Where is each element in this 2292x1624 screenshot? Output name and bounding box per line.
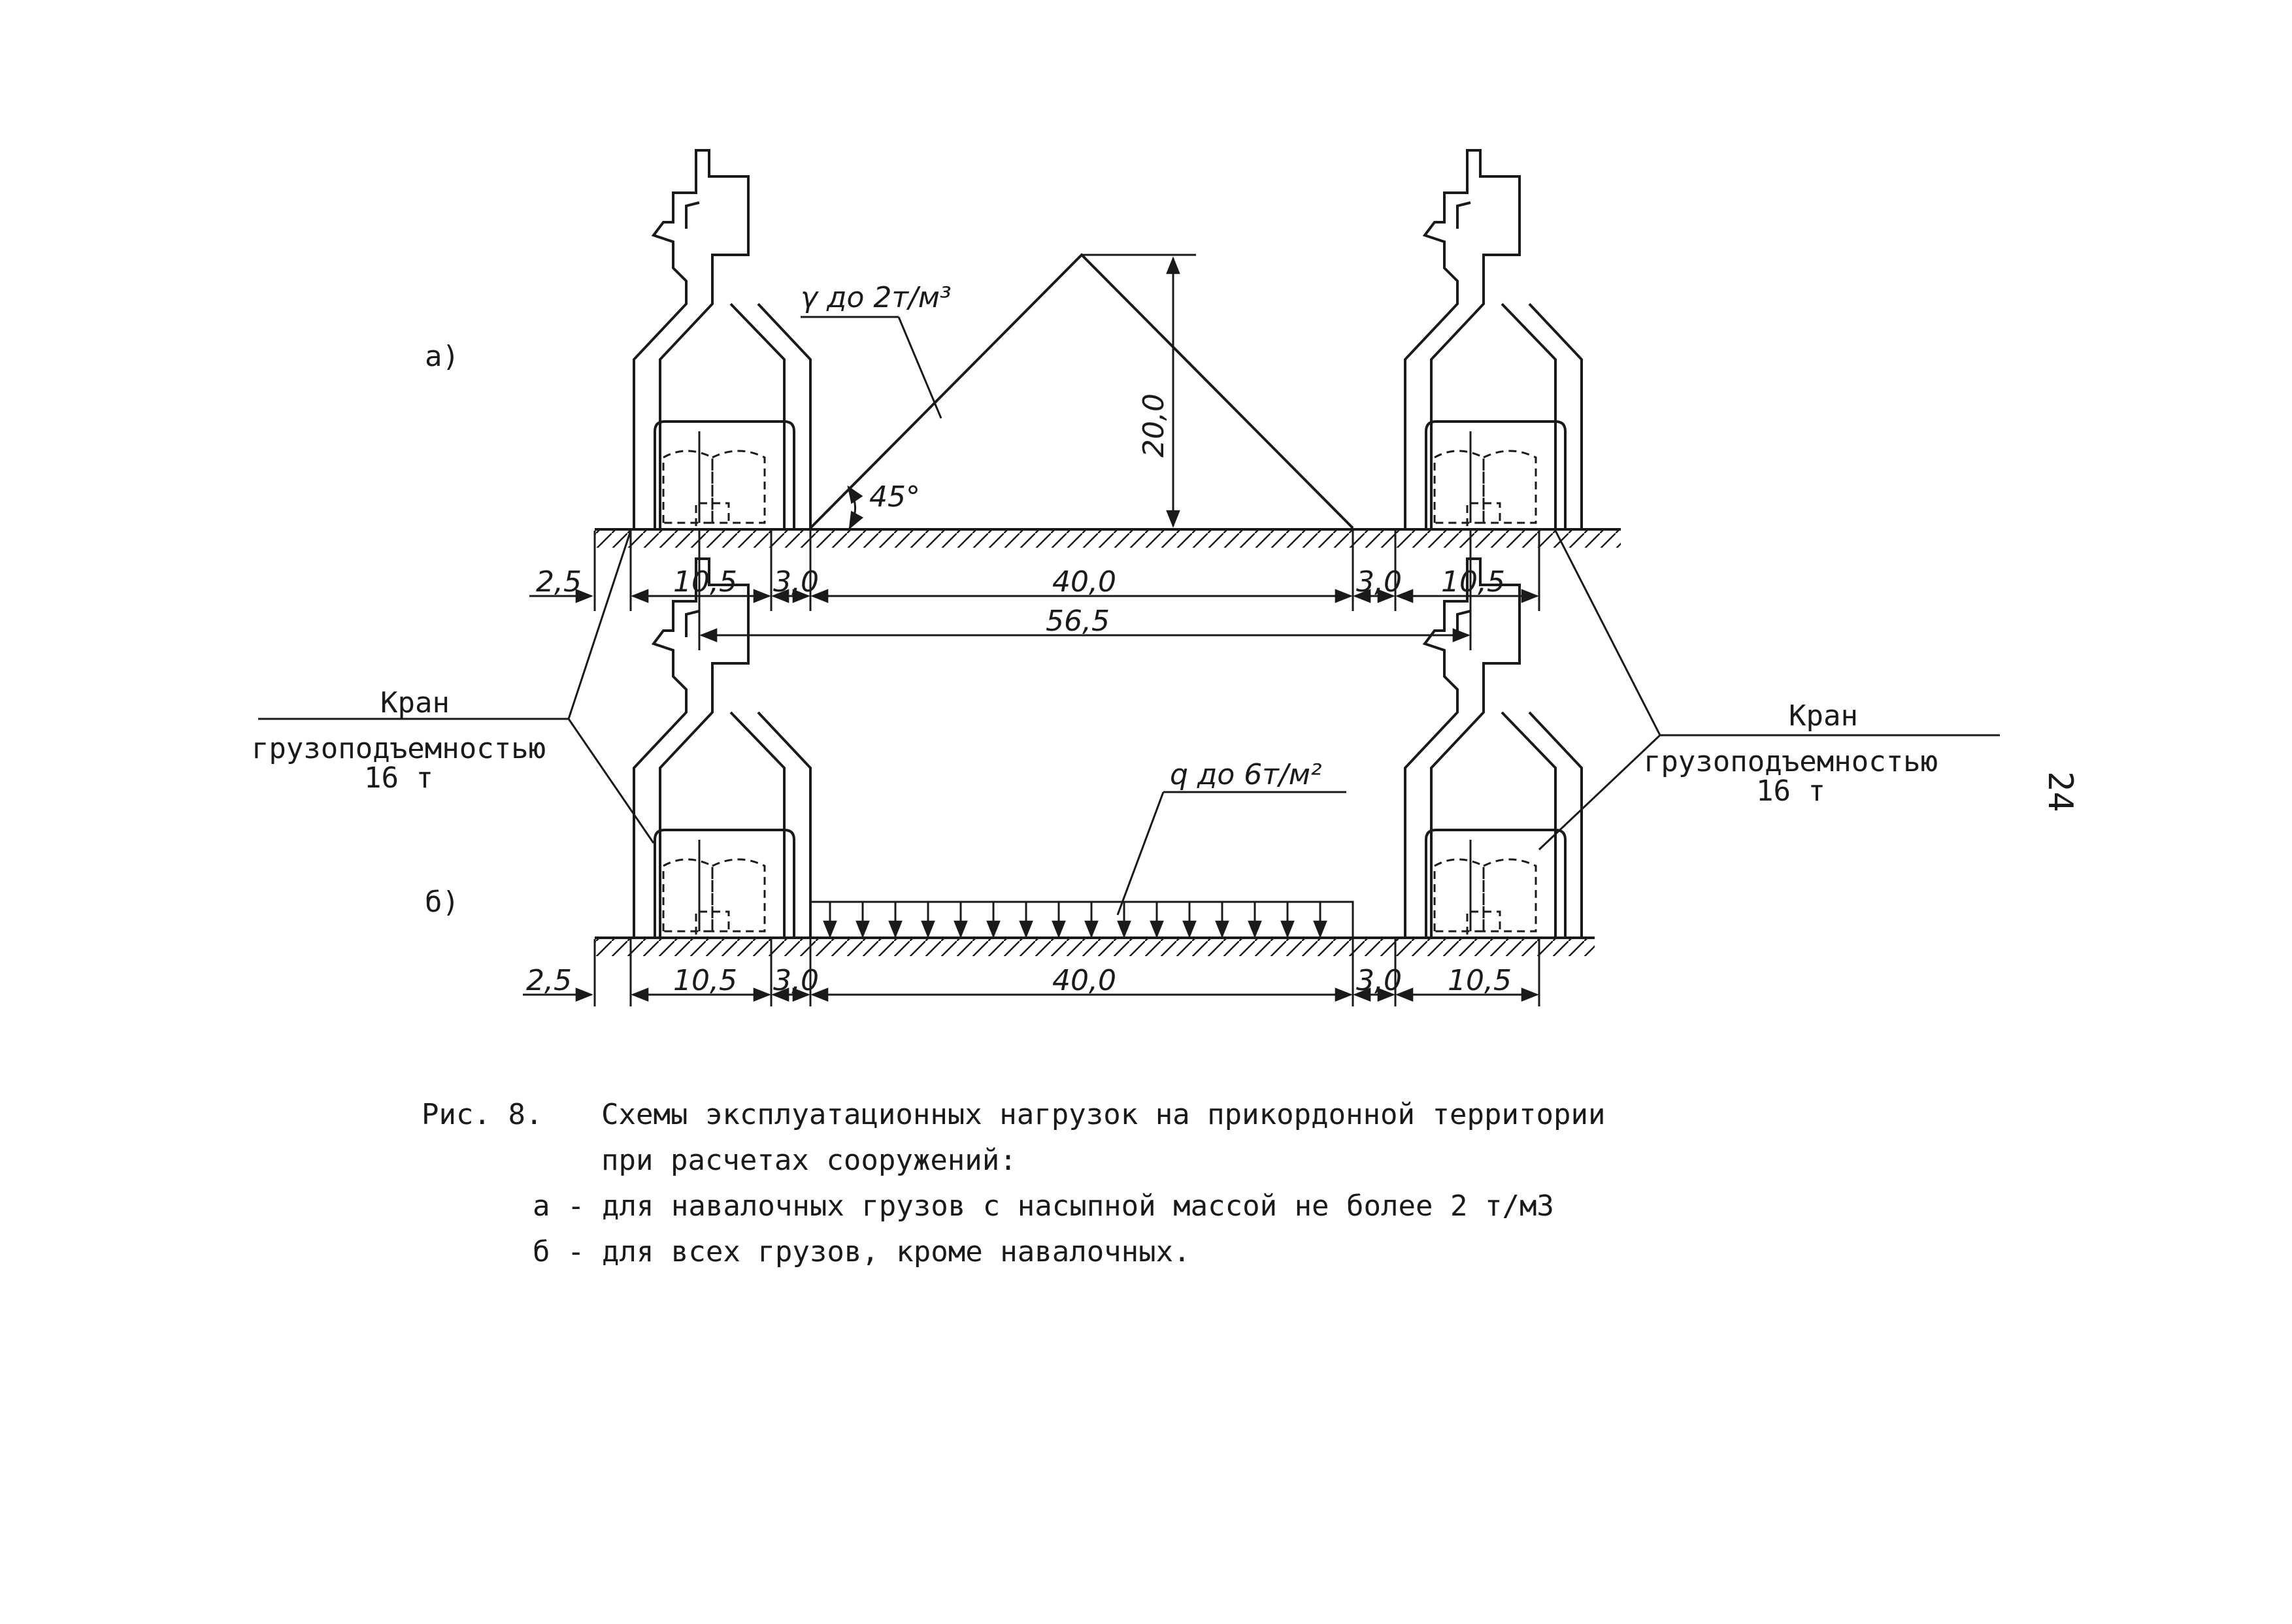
dim-b-4: 3,0 (1356, 964, 1402, 997)
dim-a-1: 10,5 (673, 565, 737, 599)
dim-b-1: 10,5 (673, 964, 737, 997)
crane-right-b (1404, 557, 1583, 938)
caption-line2: при расчетах сооружений: (601, 1144, 1017, 1177)
crane-left-line3: 16 т (364, 761, 433, 795)
caption-fig: Рис. 8. (422, 1098, 542, 1131)
crane-right-line3: 16 т (1756, 774, 1825, 808)
dim-b-5: 10,5 (1448, 964, 1512, 997)
crane-left-line1: Кран (380, 686, 450, 720)
angle-label: 45° (869, 480, 920, 514)
dim-b-2: 3,0 (773, 964, 819, 997)
crane-left-callout: Кран грузоподъемностью 16 т (252, 530, 655, 844)
ground-hatch-b (595, 939, 1595, 956)
crane-left-b (633, 557, 812, 938)
density-a-leader (897, 316, 942, 419)
crane-right-line2: грузоподъемностью (1644, 745, 1938, 778)
dim-b-0: 2,5 (526, 964, 572, 997)
angle-arc (847, 485, 864, 530)
dim-a-0: 2,5 (536, 565, 582, 599)
label-b: б) (425, 886, 459, 919)
dim-a-3: 40,0 (1052, 565, 1116, 599)
caption-item-a: а - для навалочных грузов с насыпной мас… (533, 1189, 1554, 1223)
dim-b-3: 40,0 (1052, 964, 1116, 997)
crane-right-callout: Кран грузоподъемностью 16 т (1538, 530, 2000, 851)
dim-a-4: 3,0 (1356, 565, 1402, 599)
crane-left-a (633, 149, 812, 530)
caption-item-b: б - для всех грузов, кроме навалочных. (533, 1235, 1191, 1268)
density-b-leader (1116, 791, 1165, 916)
ground-hatch-a (595, 531, 1621, 548)
dims-a: 2,5 10,5 3,0 40,0 3,0 10,5 56,5 (529, 531, 1540, 650)
density-b-label: q до 6т/м² (1170, 758, 1322, 791)
distributed-load (809, 901, 1354, 939)
dim-a-2: 3,0 (773, 565, 819, 599)
crane-right-line1: Кран (1789, 699, 1858, 733)
caption-line1: Схемы эксплуатационных нагрузок на прико… (601, 1098, 1605, 1131)
crane-left-line2: грузоподъемностью (252, 732, 546, 765)
page-number: 24 (2040, 771, 2080, 812)
height-label: 20,0 (1137, 393, 1171, 457)
dim-a-5: 10,5 (1441, 565, 1505, 599)
label-a: а) (425, 340, 459, 373)
density-a-label: γ до 2т/м³ (801, 281, 952, 314)
dims-b: 2,5 10,5 3,0 40,0 3,0 10,5 (523, 939, 1540, 1006)
dim-a-total: 56,5 (1046, 605, 1110, 638)
figure-caption: Рис. 8. Схемы эксплуатационных нагрузок … (422, 1098, 1605, 1268)
crane-right-a (1404, 149, 1583, 530)
